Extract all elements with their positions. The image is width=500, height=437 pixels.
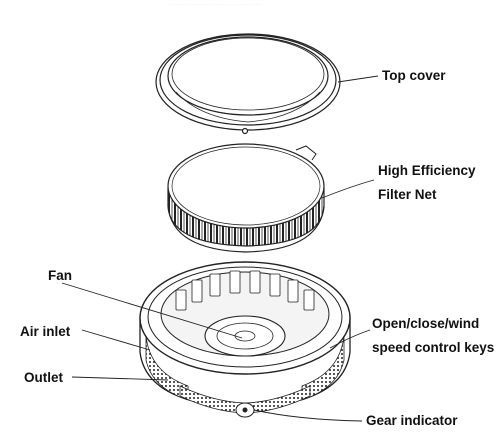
label-outlet: Outlet bbox=[24, 370, 63, 385]
leader-line-outlet bbox=[71, 376, 169, 381]
filter-net-part bbox=[167, 143, 325, 253]
label-open-close-line1: Open/close/wind bbox=[372, 316, 480, 331]
leader-line-top-cover bbox=[337, 75, 379, 83]
label-open-close-line2: speed control keys bbox=[372, 340, 495, 355]
base-housing-part bbox=[139, 261, 351, 418]
label-gear-indicator: Gear indicator bbox=[366, 413, 458, 428]
top-cover-part bbox=[155, 33, 341, 135]
leader-line-filter-net bbox=[321, 179, 375, 199]
leader-line-fan bbox=[61, 282, 243, 339]
label-air-inlet: Air inlet bbox=[20, 324, 71, 339]
label-top-cover: Top cover bbox=[382, 68, 446, 83]
label-fan: Fan bbox=[48, 268, 73, 283]
label-filter-net-line1: High Efficiency bbox=[378, 163, 476, 178]
leader-line-gear-indicator bbox=[253, 409, 363, 422]
watermark-text: · · · · · · · · · · · · · · · · · · · · … bbox=[170, 2, 261, 8]
label-filter-net-line2: Filter Net bbox=[378, 187, 437, 202]
leader-line-open-close bbox=[329, 329, 371, 349]
leader-line-air-inlet bbox=[81, 329, 151, 351]
